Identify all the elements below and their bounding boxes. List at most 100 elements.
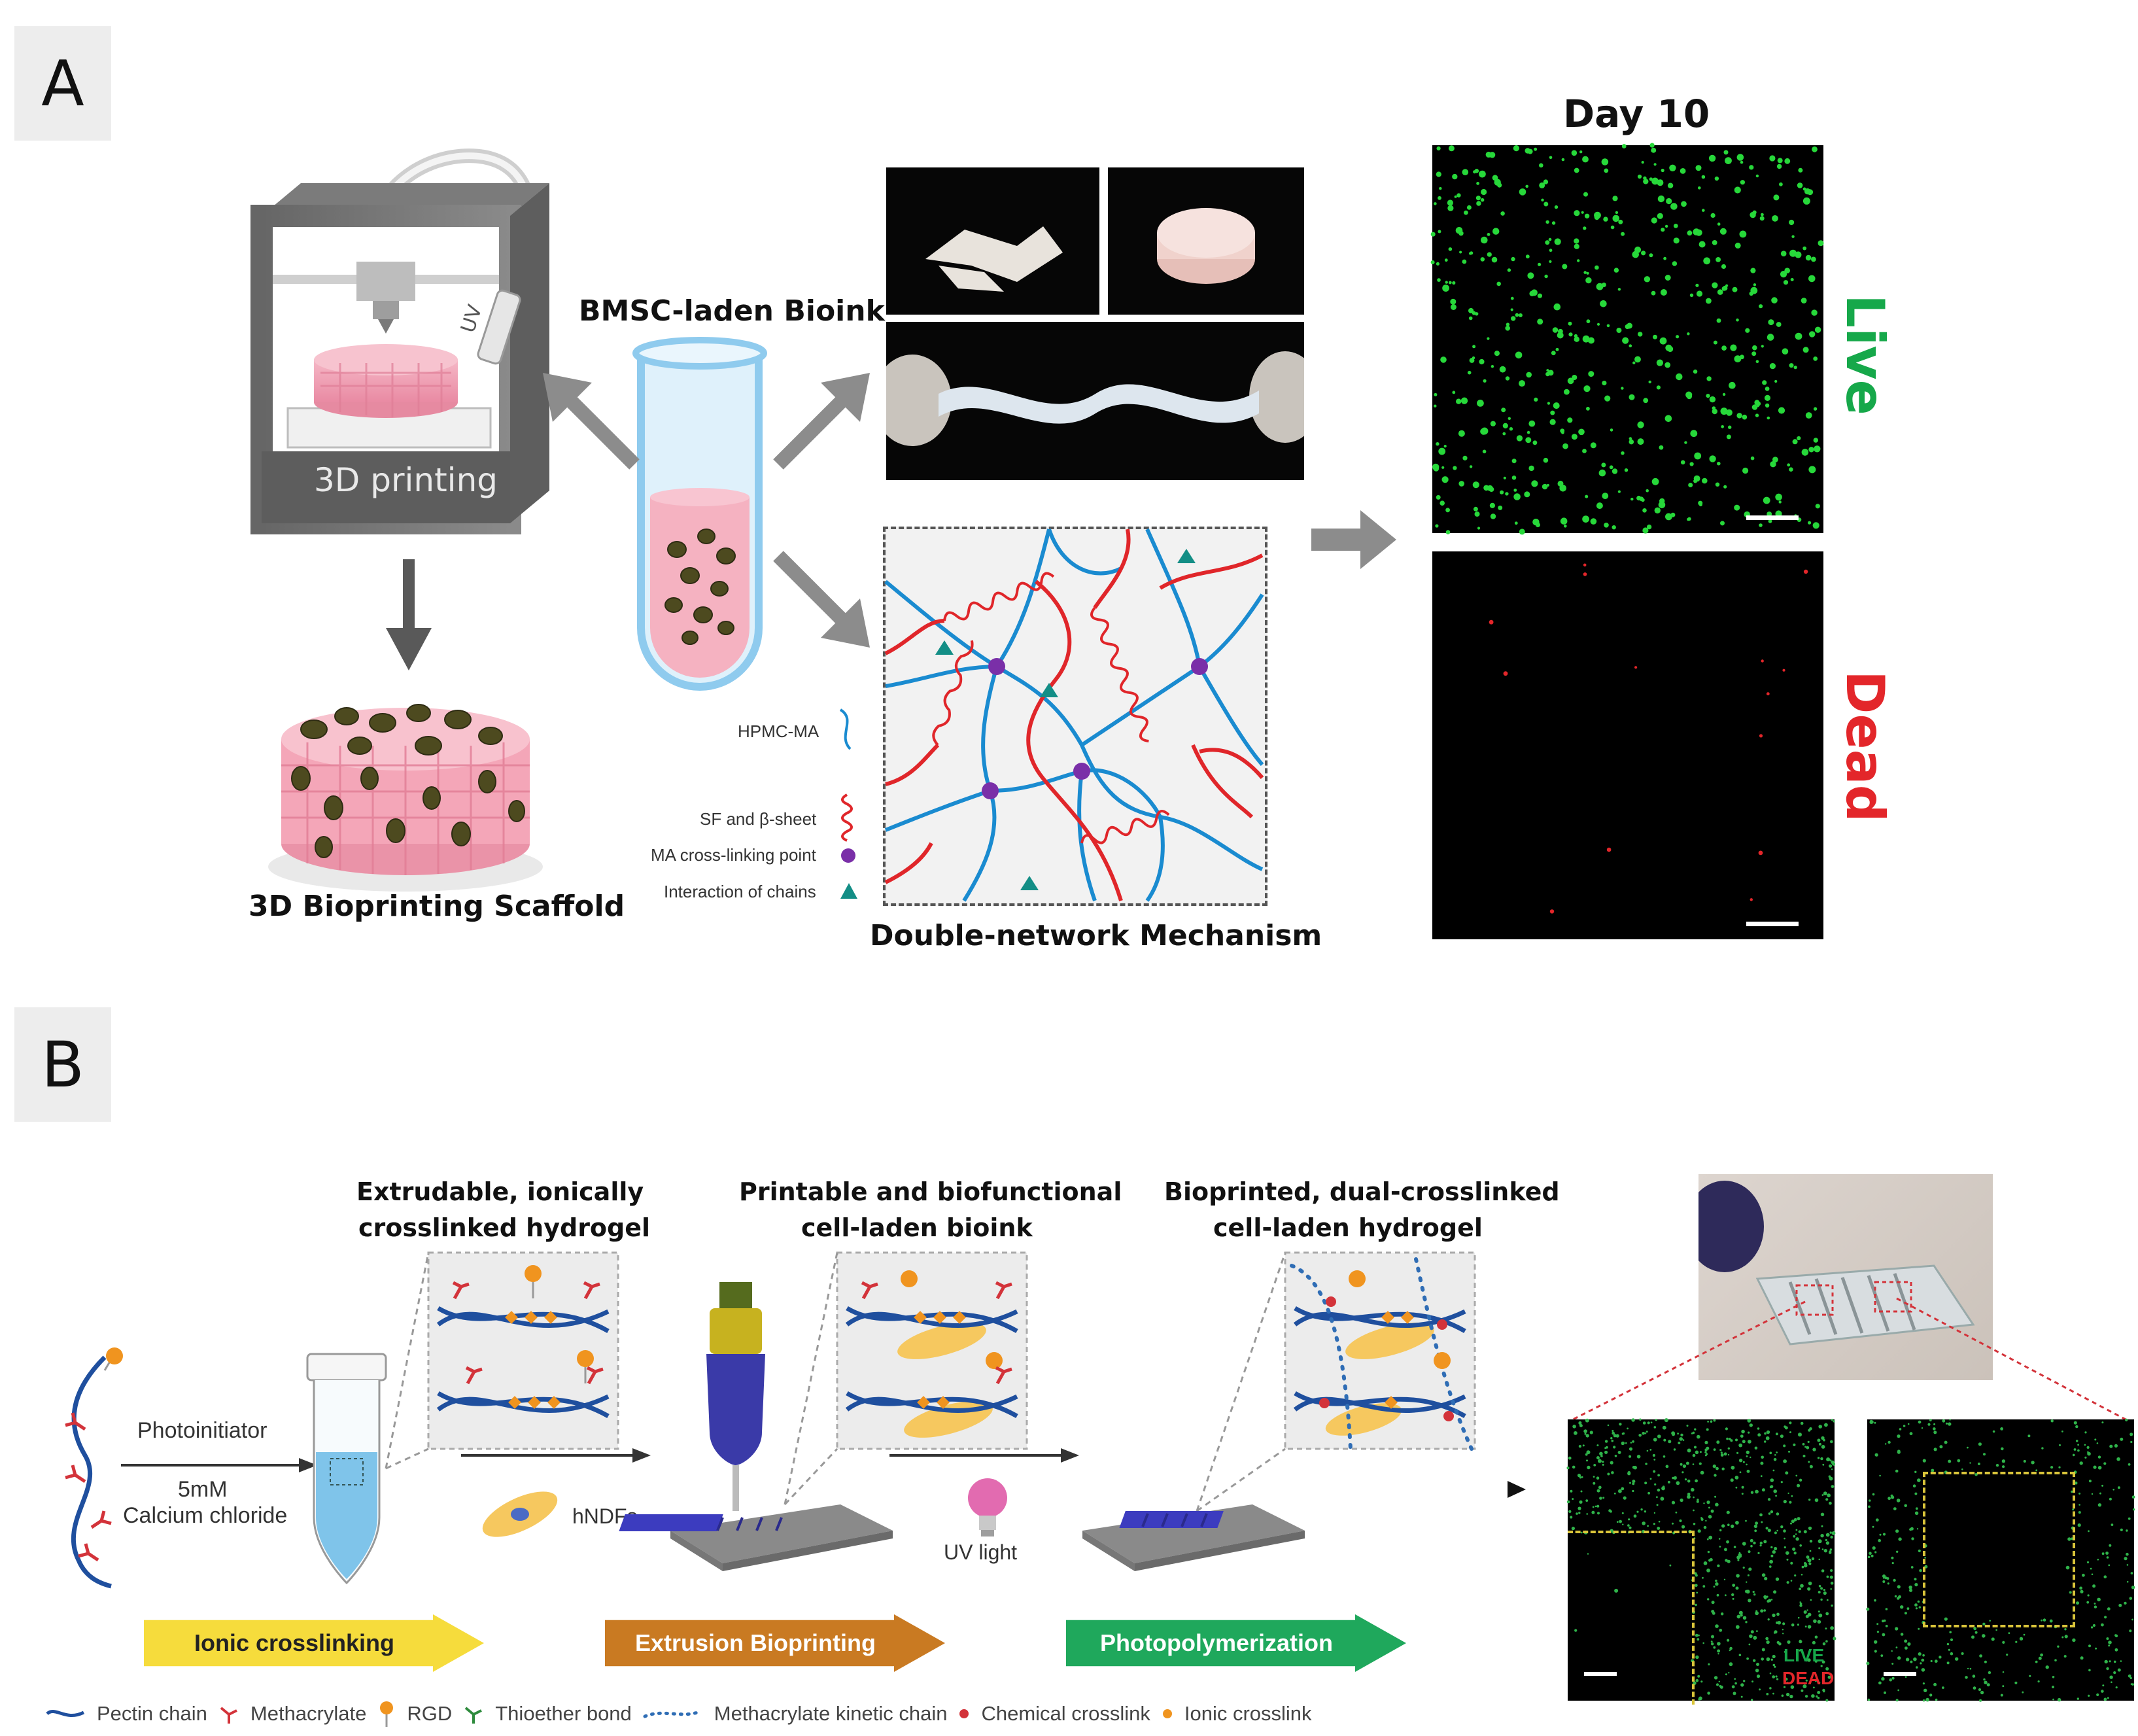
fluorescent-cell-dot: [1591, 1511, 1595, 1514]
fluorescent-cell-dot: [1770, 1555, 1773, 1557]
fluorescent-cell-dot: [1593, 1482, 1595, 1485]
fluorescent-cell-dot: [2065, 1635, 2068, 1638]
fluorescent-cell-dot: [1819, 1585, 1821, 1588]
fluorescent-cell-dot: [1942, 1419, 1945, 1423]
fluorescent-cell-dot: [1732, 1685, 1735, 1688]
fluorescent-cell-dot: [1897, 1690, 1899, 1692]
fluorescent-cell-dot: [1763, 1609, 1766, 1612]
fluorescent-cell-dot: [1570, 1490, 1572, 1493]
fluorescent-cell-dot: [1586, 1434, 1589, 1437]
fluorescent-cell-dot: [1922, 1654, 1925, 1657]
fluorescent-cell-dot: [2104, 1575, 2107, 1578]
fluorescent-cell-dot: [2078, 1523, 2081, 1527]
fluorescent-cell-dot: [1593, 1464, 1596, 1467]
fluorescent-cell-dot: [1793, 1535, 1795, 1538]
fluorescent-cell-dot: [1825, 1612, 1829, 1616]
fluorescent-cell-dot: [1693, 1497, 1695, 1499]
fluorescent-cell-dot: [1869, 1499, 1871, 1501]
fluorescent-cell-dot: [1799, 1601, 1801, 1603]
fluorescent-cell-dot: [1866, 1608, 1869, 1611]
fluorescent-cell-dot: [1910, 1432, 1913, 1435]
fluorescent-cell-dot: [1808, 1582, 1812, 1586]
fluorescent-cell-dot: [1681, 1525, 1685, 1529]
fluorescent-cell-dot: [1596, 1444, 1598, 1446]
fluorescent-cell-dot: [1761, 1456, 1764, 1459]
fluorescent-cell-dot: [1719, 1529, 1721, 1531]
fluorescent-cell-dot: [1654, 1484, 1656, 1485]
fluorescent-cell-dot: [1893, 1507, 1897, 1510]
fluorescent-cell-dot: [1892, 1562, 1894, 1564]
fluorescent-cell-dot: [1632, 1440, 1634, 1443]
fluorescent-cell-dot: [1742, 1486, 1744, 1489]
fluorescent-cell-dot: [1800, 1584, 1804, 1588]
fluorescent-cell-dot: [1784, 1546, 1786, 1548]
fluorescent-cell-dot: [1789, 1431, 1791, 1433]
fluorescent-cell-dot: [1784, 1500, 1787, 1503]
fluorescent-cell-dot: [1623, 1497, 1627, 1500]
fluorescent-cell-dot: [1768, 1498, 1770, 1501]
fluorescent-cell-dot: [1762, 1573, 1766, 1577]
fluorescent-cell-dot: [1713, 1465, 1716, 1468]
fluorescent-cell-dot: [1710, 1420, 1713, 1423]
fluorescent-cell-dot: [1704, 1561, 1708, 1565]
fluorescent-cell-dot: [1827, 1576, 1829, 1578]
fluorescent-cell-dot: [1870, 1420, 1873, 1423]
fluorescent-cell-dot: [1903, 1425, 1906, 1427]
fluorescent-cell-dot: [1736, 1625, 1740, 1629]
fluorescent-cell-dot: [1653, 1438, 1657, 1442]
fluorescent-cell-dot: [1745, 1621, 1747, 1623]
fluorescent-cell-dot: [1726, 1540, 1729, 1544]
fluorescent-cell-dot: [1893, 1579, 1895, 1582]
fluorescent-cell-dot: [1650, 1478, 1652, 1480]
fluorescent-cell-dot: [1759, 1514, 1763, 1517]
fluorescent-cell-dot: [1602, 1461, 1604, 1463]
fluorescent-cell-dot: [1925, 1698, 1929, 1702]
fluorescent-cell-dot: [1721, 1451, 1723, 1453]
fluorescent-cell-dot: [1881, 1677, 1884, 1680]
fluorescent-cell-dot: [1791, 1623, 1795, 1627]
fluorescent-cell-dot: [1699, 1463, 1702, 1465]
fluorescent-cell-dot: [2020, 1637, 2023, 1641]
fluorescent-cell-dot: [1596, 1476, 1600, 1480]
fluorescent-cell-dot: [1934, 1448, 1937, 1451]
fluorescent-cell-dot: [1830, 1531, 1832, 1533]
fluorescent-cell-dot: [1772, 1614, 1775, 1617]
fluorescent-cell-dot: [1663, 1439, 1666, 1442]
fluorescent-cell-dot: [1680, 1463, 1683, 1466]
fluorescent-cell-dot: [1627, 1524, 1630, 1527]
fluorescent-cell-dot: [1642, 1521, 1646, 1525]
fluorescent-cell-dot: [2051, 1419, 2054, 1422]
fluorescent-cell-dot: [1687, 1449, 1691, 1453]
fluorescent-cell-dot: [1818, 1539, 1822, 1543]
fluorescent-cell-dot: [1590, 1431, 1593, 1434]
fluorescent-cell-dot: [1629, 1448, 1632, 1451]
fluorescent-cell-dot: [1978, 1463, 1980, 1465]
fluorescent-cell-dot: [1727, 1639, 1729, 1642]
fluorescent-cell-dot: [2002, 1685, 2004, 1687]
fluorescent-cell-dot: [1618, 1489, 1622, 1493]
fluorescent-cell-dot: [1631, 1418, 1634, 1421]
fluorescent-cell-dot: [1764, 1432, 1767, 1435]
fluorescent-cell-dot: [1773, 1590, 1776, 1593]
fluorescent-cell-dot: [1714, 1586, 1716, 1588]
fluorescent-cell-dot: [2127, 1564, 2129, 1566]
fluorescent-cell-dot: [2084, 1431, 2086, 1433]
fluorescent-cell-dot: [1947, 1643, 1949, 1645]
fluorescent-cell-dot: [1760, 1544, 1762, 1546]
fluorescent-cell-dot: [1770, 1485, 1774, 1488]
fluorescent-cell-dot: [1646, 1431, 1648, 1432]
fluorescent-cell-dot: [1581, 1491, 1583, 1493]
fluorescent-cell-dot: [1815, 1499, 1819, 1502]
fluorescent-cell-dot: [2129, 1432, 2133, 1436]
fluorescent-cell-dot: [1823, 1491, 1827, 1495]
fluorescent-cell-dot: [1806, 1555, 1810, 1559]
fluorescent-cell-dot: [2101, 1623, 2104, 1627]
fluorescent-cell-dot: [1831, 1582, 1834, 1585]
fluorescent-cell-dot: [1769, 1451, 1772, 1454]
fluorescent-cell-dot: [2126, 1553, 2129, 1556]
fluorescent-cell-dot: [1897, 1499, 1901, 1502]
fluorescent-cell-dot: [1704, 1441, 1708, 1444]
fluorescent-cell-dot: [1830, 1548, 1833, 1551]
fluorescent-cell-dot: [1891, 1496, 1894, 1499]
